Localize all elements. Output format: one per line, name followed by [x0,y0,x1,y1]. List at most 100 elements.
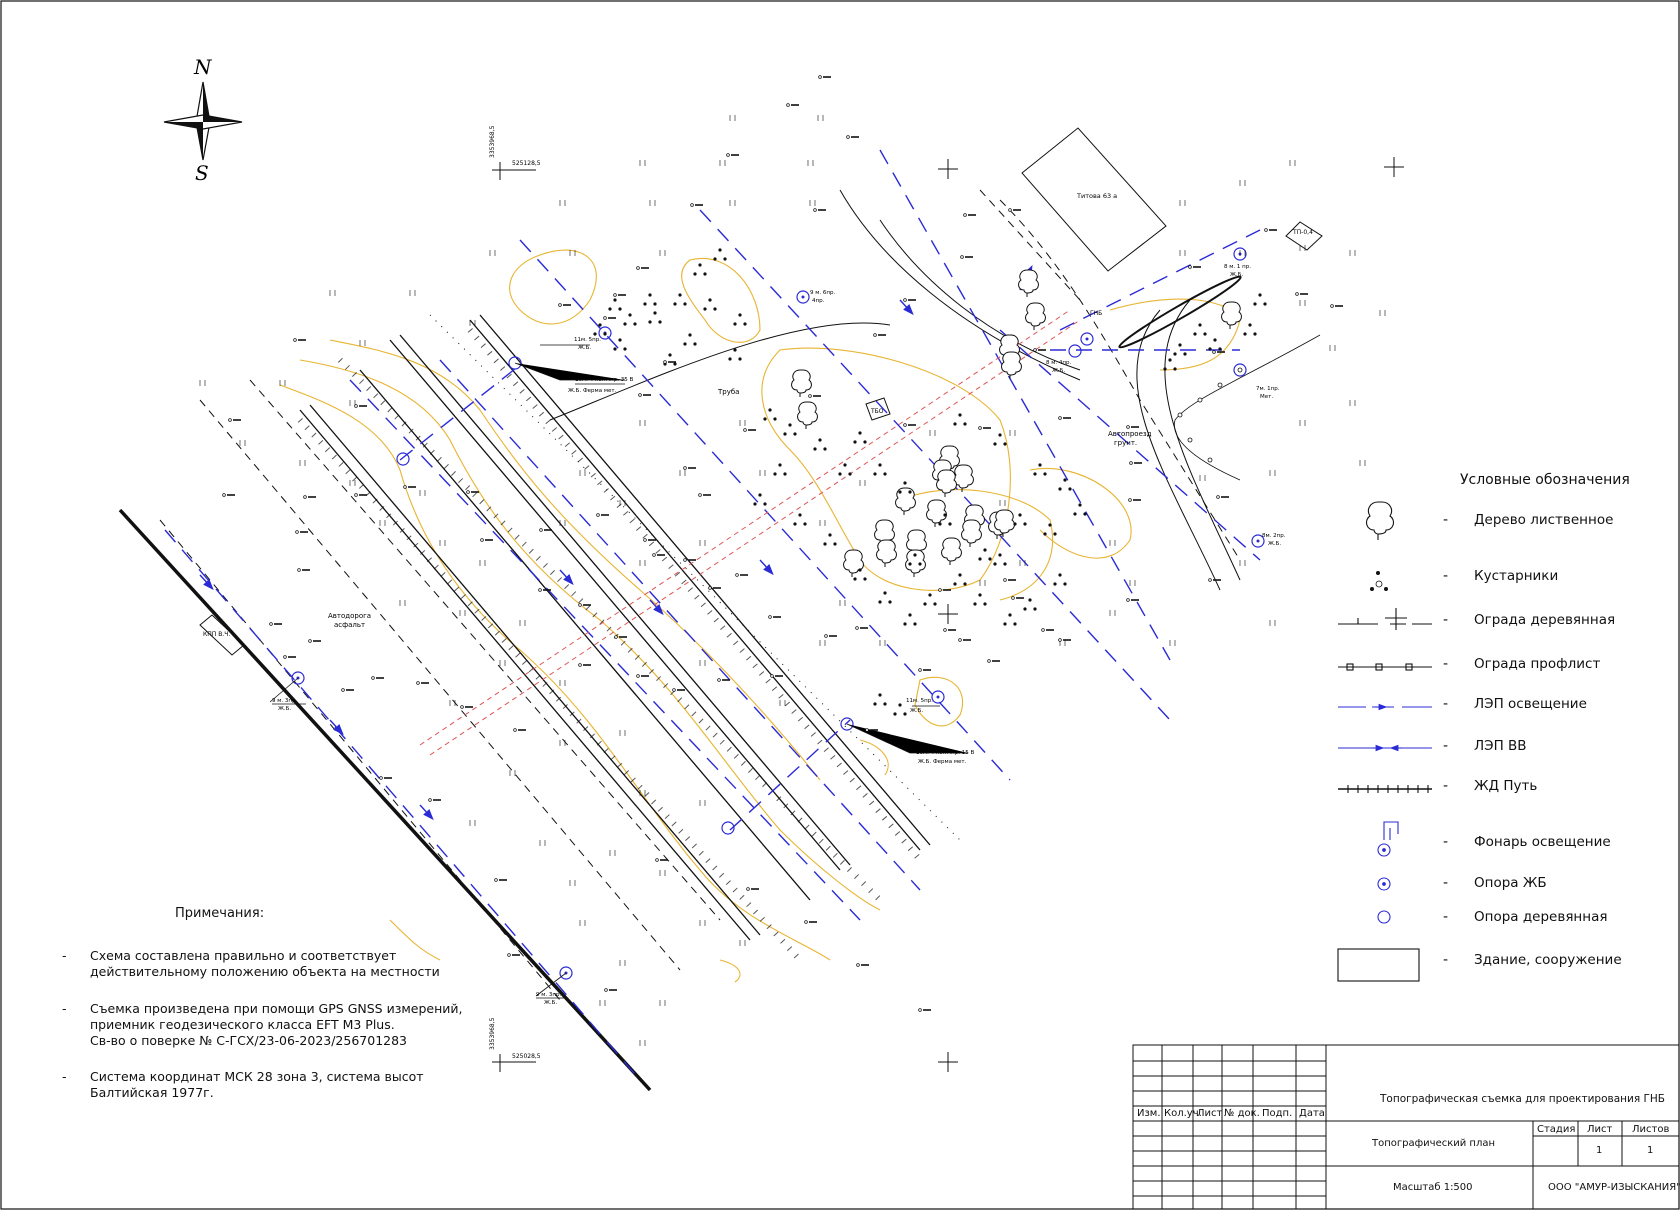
grass-mark [439,540,446,546]
stamp-stage-header: Стадия [1537,1124,1576,1135]
legend-label-wood-fence: Ограда деревянная [1474,612,1616,628]
stamp-header-kolvo: Кол.уч. [1164,1108,1202,1119]
shrub-dot [883,702,887,706]
elevation-point [808,394,812,398]
elevation-point [636,674,640,678]
stamp-scale: Масштаб 1:500 [1393,1182,1473,1193]
legend-dash: - [1443,568,1449,584]
elevation-point [558,303,562,307]
shrub-dot [1203,332,1207,336]
notes-title: Примечания: [175,906,265,921]
elevation-point [539,528,543,532]
shrub-dot [1058,573,1062,577]
tbo-label: ТБО [870,408,884,415]
street-lamp-icon [1377,821,1399,857]
shrub-dot [728,357,732,361]
grass-mark [699,920,706,926]
wood-fence-lines [159,189,1241,1001]
shrub-dot [828,533,832,537]
shrub-dot [878,693,882,697]
shrub-dot [1003,442,1007,446]
shrub-dot [943,513,947,517]
note-dash: - [62,1069,67,1084]
grass-mark [619,960,626,966]
shrub-dot [658,320,662,324]
shrub-dot [1173,367,1177,371]
transformer-station[interactable]: ТП-0,4 [1285,221,1323,251]
elevation-point [507,953,511,957]
elevation-point [636,266,640,270]
shrub-dot [1053,532,1057,536]
svg-text:Ж.Б.: Ж.Б. [578,345,591,351]
checkpoint-kpp[interactable]: КПП В.Ч. [199,614,245,656]
grass-mark [699,540,706,546]
shrub-dot [1263,302,1267,306]
shrub-dot [1058,487,1062,491]
shrub-dot [993,442,997,446]
shrub-dot [633,322,637,326]
shrub-dot [793,432,797,436]
shrub-dot [848,472,852,476]
shrub-dot [1078,503,1082,507]
shrub-dot [1213,338,1217,342]
shrub-dot [738,313,742,317]
shrub-dot [708,298,712,302]
shrub-dot [1178,343,1182,347]
elevation-point [865,728,869,732]
shrub-dot [793,522,797,526]
svg-text:Мет.: Мет. [1260,394,1273,400]
shrub-dot [1033,472,1037,476]
grass-mark [419,490,426,496]
shrub-dot [1003,562,1007,566]
shrub-dot [963,422,967,426]
shrub-dot [1173,352,1177,356]
grass-mark [579,470,586,476]
elevation-point [683,558,687,562]
grass-mark [649,200,656,206]
shrub-icons [593,248,1267,716]
shrub-dot [673,302,677,306]
stamp-header-podp: Подп. [1262,1108,1293,1119]
legend-dash: - [1443,512,1449,528]
shrub-dot [953,582,957,586]
shrub-dot [798,513,802,517]
shrub-dot [643,302,647,306]
building-label: Титова 63 а [1076,192,1117,200]
shrub-dot [913,622,917,626]
shrub-dot [1168,358,1172,362]
shrub-dot [858,568,862,572]
svg-text:Ж.Б.: Ж.Б. [1268,541,1281,547]
shrub-dot [993,562,997,566]
shrub-dot [698,263,702,267]
grass-mark [639,790,646,796]
grass-mark [1299,300,1306,306]
shrub-dot [733,322,737,326]
elevation-point [1033,348,1037,352]
waste-site[interactable]: ТБО [865,397,891,421]
elevation-point [672,688,676,692]
shrub-dot [688,333,692,337]
grass-mark [399,600,406,606]
shrub-dot [733,348,737,352]
elevation-point [578,663,582,667]
tree-icon [797,401,818,429]
svg-text:Ж.Б.: Ж.Б. [1230,272,1243,278]
stamp-company: ООО "АМУР-ИЗЫСКАНИЯ" [1548,1182,1680,1193]
elevation-point [726,153,730,157]
tp-label: ТП-0,4 [1292,229,1313,236]
shrub-dot [703,307,707,311]
elevation-points [222,75,1343,1012]
stamp-sheet-header: Лист [1587,1124,1613,1135]
shrub-dot [683,302,687,306]
elevation-point [855,626,859,630]
shrub-dot [948,522,952,526]
elevation-point [538,588,542,592]
building-titova[interactable]: Титова 63 а [1021,127,1167,272]
kpp-label: КПП В.Ч. [203,631,230,638]
elevation-point [416,681,420,685]
grass-mark [499,660,506,666]
elevation-point [813,208,817,212]
elevation-point [987,659,991,663]
